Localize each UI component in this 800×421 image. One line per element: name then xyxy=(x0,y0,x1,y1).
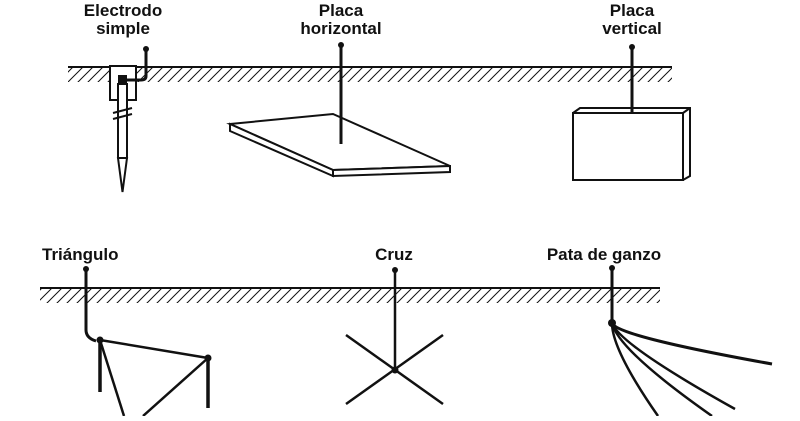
label-electrodo-simple-line2: simple xyxy=(96,19,150,38)
label-placa-vertical-line1: Placa xyxy=(610,1,655,20)
pata-de-ganzo: Pata de ganzo xyxy=(547,245,773,418)
placa-horizontal: Placa horizontal xyxy=(226,1,451,178)
placa-vertical: Placa vertical xyxy=(572,1,691,181)
label-placa-vertical-line2: vertical xyxy=(602,19,662,38)
label-electrodo-simple-line1: Electrodo xyxy=(84,1,162,20)
cruz: Cruz xyxy=(345,245,444,406)
label-placa-horizontal-line1: Placa xyxy=(319,1,364,20)
ground-bottom xyxy=(40,287,660,303)
label-triangulo: Triángulo xyxy=(42,245,119,264)
label-pata-de-ganzo: Pata de ganzo xyxy=(547,245,661,264)
electrodo-simple: Electrodo simple xyxy=(84,1,162,193)
ground-top xyxy=(68,66,672,82)
label-placa-horizontal-line2: horizontal xyxy=(300,19,381,38)
triangulo: Triángulo xyxy=(42,245,212,417)
label-cruz: Cruz xyxy=(375,245,413,264)
